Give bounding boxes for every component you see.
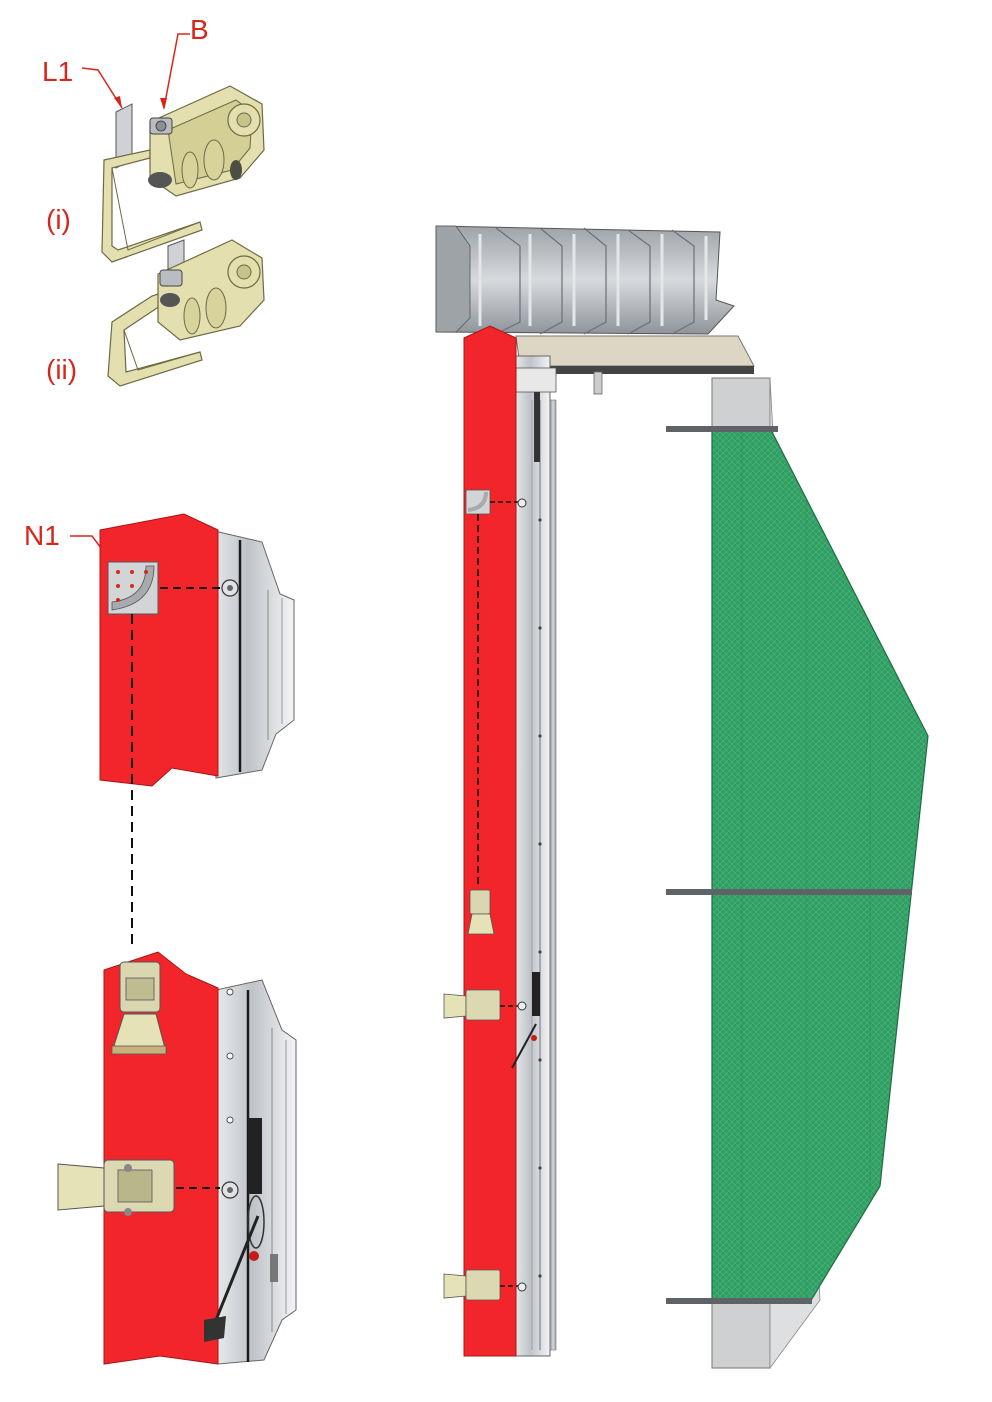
support-bar-middle	[666, 889, 912, 895]
anchor-plate-icon	[107, 561, 159, 615]
safety-net	[711, 427, 929, 1303]
detail-anchor-panel	[99, 513, 295, 787]
label-ii: (ii)	[46, 354, 78, 385]
corrugated-roof-icon	[435, 225, 735, 335]
ratchet-buckle-side-icon	[57, 1159, 175, 1216]
ratchet-buckle-lower-side-icon	[443, 1269, 501, 1301]
label-b: B	[190, 14, 209, 45]
ratchet-buckle-mid-icon	[467, 889, 495, 935]
tall-red-panel	[463, 325, 517, 1357]
leader-lines	[70, 33, 190, 553]
ratchet-buckle-open-icon	[101, 85, 265, 263]
net-assembly	[666, 377, 929, 1370]
anchor-plate-small-icon	[465, 489, 491, 515]
beam	[515, 335, 755, 367]
ratchet-buckle-upper-side-icon	[443, 989, 501, 1021]
ratchet-buckle-closed-icon	[107, 239, 265, 387]
label-l1: L1	[42, 56, 74, 87]
support-bar-bottom	[666, 1298, 812, 1304]
support-bar-top	[666, 426, 778, 432]
label-n1: N1	[24, 520, 60, 551]
label-i: (i)	[46, 204, 71, 235]
detail-buckle-panel	[57, 951, 297, 1365]
ratchet-buckle-stored-icon	[111, 961, 167, 1055]
metal-rail	[513, 355, 557, 1357]
